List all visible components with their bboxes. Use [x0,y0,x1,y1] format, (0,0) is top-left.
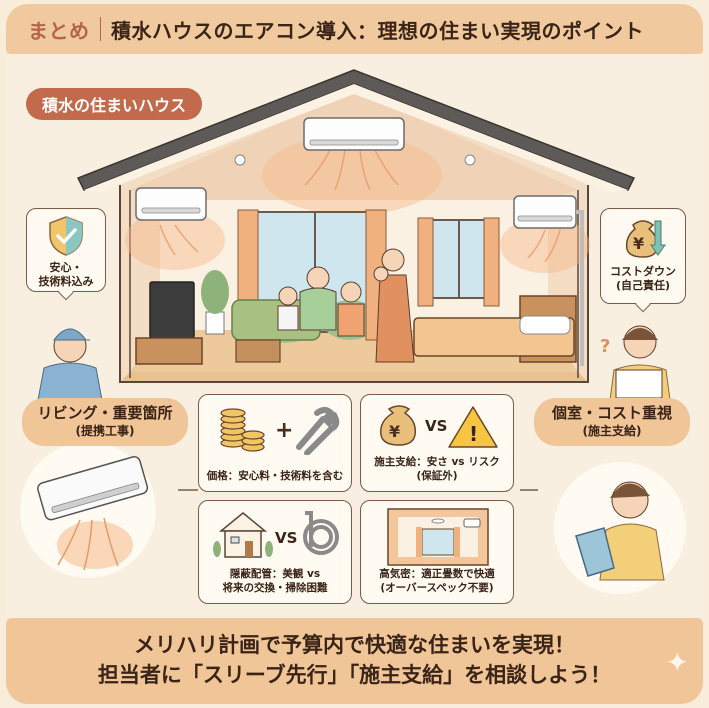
yen-bag-down-icon: ¥ [625,220,666,258]
left-wall-ac-unit [135,187,207,221]
living-label: リビング・重要箇所 (提携工事) [22,398,188,446]
card-price: + 価格：安心料・技術料を含む [198,394,352,492]
yen-bag-vs-warning-icon: ¥ VS ! [380,405,498,448]
svg-text:+: + [275,418,293,443]
card-airtight-line1: 高気密：適正畳数で快適 [379,568,495,580]
house-vs-coiled-pipe-icon: VS [213,511,339,558]
card-hidden-piping-caption: 隠蔽配管：美観 vs 将来の交換・掃除困難 [199,567,351,595]
svg-text:¥: ¥ [633,234,644,253]
safety-line1: 安心・ [49,261,83,274]
private-room-label-sub: (施主支給) [582,424,642,438]
cta-line2: 担当者に「スリーブ先行」「施主支給」を相談しよう！ [97,663,612,687]
page-title: 積水ハウスのエアコン導入：理想の住まい実現のポイント [111,18,644,43]
summary-label: まとめ [28,18,90,43]
cta-line1: メリハリ計画で予算内で快適な住まいを実現！ [134,633,575,657]
private-room-label-title: 個室・コスト重視 [551,404,672,422]
card-hidden-piping-line2: 将来の交換・掃除困難 [222,582,328,594]
svg-text:?: ? [600,336,610,357]
spotlight-ac-unit [37,456,149,521]
reader-figure [575,481,665,581]
safety-bubble: 安心・ 技術料込み [26,208,106,292]
living-label-title: リビング・重要箇所 [37,404,173,422]
shield-check-icon [49,216,83,256]
card-owner-supply-line2: (保証外) [416,470,458,482]
card-hidden-piping: VS 隠蔽配管：美観 vs 将来の交換・掃除困難 [198,500,352,604]
cost-down-bubble: ¥ コストダウン (自己責任) [600,208,686,304]
safety-line2: 技術料込み [38,275,94,288]
cost-down-line1: コストダウン [610,265,676,278]
family [277,248,415,363]
svg-text:!: ! [469,422,478,446]
coins-plus-wrench-icon: + [220,407,340,455]
homeowner-figure: ? [600,325,671,401]
sparkle-icon: ✦ [665,646,689,679]
ceiling-ac-unit [303,117,405,151]
living-label-sub: (提携工事) [75,424,135,438]
tv-stand [135,337,203,365]
card-owner-supply-caption: 施主支給：安さ vs リスク (保証外) [361,455,513,483]
card-price-caption: 価格：安心料・技術料を含む [206,470,344,482]
card-airtight-line2: (オーバースペック不要) [380,582,494,594]
card-owner-supply: ¥ VS ! 施主支給：安さ vs リスク (保証外) [360,394,514,492]
card-airtight-caption: 高気密：適正畳数で快適 (オーバースペック不要) [361,567,513,595]
card-owner-supply-line1: 施主支給：安さ vs リスク [374,456,500,468]
house-tag: 積水の住まいハウス [26,88,203,120]
bedroom-window [417,217,500,307]
cost-down-line2: (自己責任) [615,279,671,292]
bed [413,295,577,363]
tv [149,281,195,339]
svg-text:VS: VS [275,529,297,547]
title-bar: まとめ 積水ハウスのエアコン導入：理想の住まい実現のポイント [6,4,703,54]
svg-text:VS: VS [425,417,447,435]
call-to-action: メリハリ計画で予算内で快適な住まいを実現！ 担当者に「スリーブ先行」「施主支給」… [6,618,703,704]
installer-figure [37,328,103,401]
room-with-ac-icon [387,508,489,566]
card-hidden-piping-line1: 隠蔽配管：美観 vs [229,568,321,580]
svg-text:¥: ¥ [389,422,400,441]
card-airtight: 高気密：適正畳数で快適 (オーバースペック不要) [360,500,514,604]
title-divider [99,17,101,41]
private-room-label: 個室・コスト重視 (施主支給) [534,398,690,446]
right-wall-ac-unit [513,195,584,366]
